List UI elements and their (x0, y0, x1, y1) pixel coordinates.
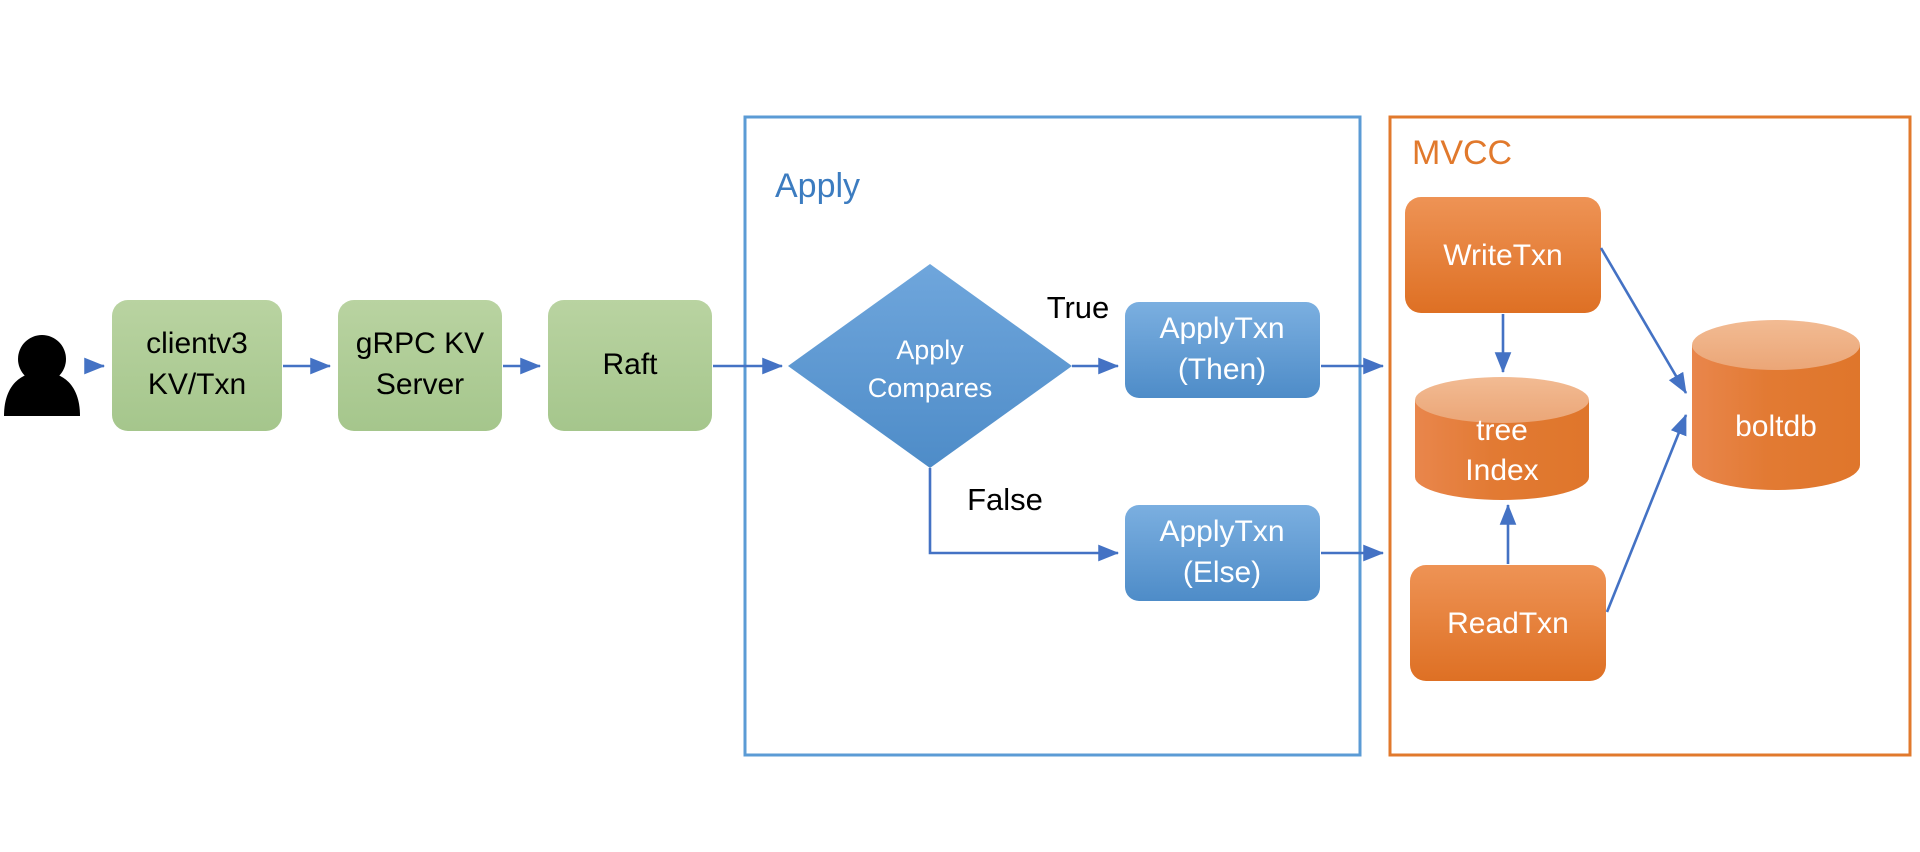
node-raft[interactable]: Raft (548, 300, 712, 431)
edge-layer (84, 247, 1688, 613)
node-tree-index-line1: tree (1476, 414, 1528, 447)
node-read-txn-line1: ReadTxn (1447, 607, 1569, 640)
node-read-txn-shape[interactable] (1410, 565, 1606, 681)
apply-group-container: Apply (743, 115, 1362, 757)
node-apply-txn-else-line2: (Else) (1183, 556, 1261, 589)
mvcc-group-title: MVCC (1412, 134, 1512, 172)
node-apply-txn-else-shape[interactable] (1125, 505, 1320, 601)
edge-writetxn-to-boltdb (1599, 247, 1688, 394)
node-apply-compares[interactable]: Apply Compares (788, 264, 1072, 468)
person-icon-head (18, 335, 66, 383)
node-raft-line1: Raft (602, 348, 658, 381)
apply-group-title: Apply (775, 167, 860, 205)
mvcc-group-border (1388, 115, 1912, 757)
node-apply-txn-else[interactable]: ApplyTxn (Else) (1125, 505, 1320, 601)
node-apply-txn-then-line2: (Then) (1178, 353, 1266, 386)
node-tree-index-line2: Index (1465, 454, 1538, 487)
node-clientv3-shape[interactable] (112, 300, 282, 431)
node-grpc-kv-server-line2: Server (376, 368, 464, 401)
node-clientv3-line1: clientv3 (146, 327, 248, 360)
node-apply-txn-then-shape[interactable] (1125, 302, 1320, 398)
node-clientv3-line2: KV/Txn (148, 368, 246, 401)
node-grpc-kv-server[interactable]: gRPC KV Server (338, 300, 502, 431)
node-boltdb-body[interactable] (1692, 345, 1860, 490)
node-boltdb[interactable]: boltdb (1692, 320, 1860, 490)
edge-label-true: True (1047, 290, 1110, 325)
person-icon-body (4, 372, 80, 416)
node-tree-index[interactable]: tree Index (1415, 377, 1589, 500)
node-write-txn-line1: WriteTxn (1443, 239, 1562, 272)
edge-readtxn-to-boltdb (1605, 414, 1688, 613)
node-clientv3[interactable]: clientv3 KV/Txn (112, 300, 282, 431)
node-apply-compares-line1: Apply (896, 335, 964, 365)
mvcc-group-container: MVCC (1388, 115, 1912, 757)
node-boltdb-line1: boltdb (1735, 410, 1817, 443)
node-grpc-kv-server-line1: gRPC KV (356, 327, 484, 360)
edge-label-false: False (967, 482, 1043, 517)
edge-compares-false-to-else (928, 468, 1120, 562)
node-raft-shape[interactable] (548, 300, 712, 431)
node-write-txn-shape[interactable] (1405, 197, 1601, 313)
node-boltdb-top (1692, 320, 1860, 370)
apply-group-border (743, 115, 1362, 757)
node-apply-compares-shape[interactable] (788, 264, 1072, 468)
node-apply-compares-line2: Compares (868, 373, 993, 403)
node-tree-index-body[interactable] (1415, 400, 1589, 500)
node-tree-index-top (1415, 377, 1589, 423)
user-actor (4, 335, 80, 416)
node-write-txn[interactable]: WriteTxn (1405, 197, 1601, 313)
node-apply-txn-then[interactable]: ApplyTxn (Then) (1125, 302, 1320, 398)
node-grpc-kv-server-shape[interactable] (338, 300, 502, 431)
node-apply-txn-then-line1: ApplyTxn (1159, 312, 1284, 345)
node-apply-txn-else-line1: ApplyTxn (1159, 515, 1284, 548)
node-read-txn[interactable]: ReadTxn (1410, 565, 1606, 681)
